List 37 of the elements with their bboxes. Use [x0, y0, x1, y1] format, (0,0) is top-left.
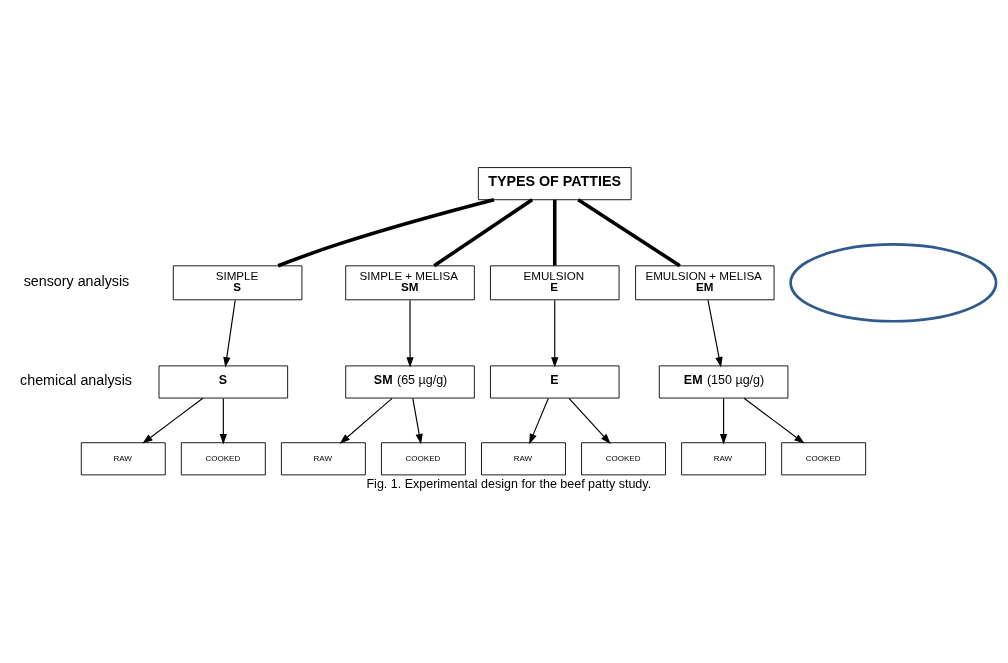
connector	[432, 198, 533, 268]
arrow	[567, 397, 611, 444]
node-box: TYPES OF PATTIES	[477, 167, 632, 201]
label: sensory analysis	[23, 273, 129, 290]
node-box: COOKED	[780, 442, 866, 476]
node-box: RAW	[680, 442, 766, 476]
arrow	[222, 299, 236, 368]
node-box: S	[158, 365, 288, 399]
node-box: SIMPLE + MELISA SM	[344, 265, 475, 301]
connector	[576, 198, 681, 268]
arrow	[339, 397, 393, 444]
connector	[277, 198, 494, 268]
arrow	[706, 299, 723, 368]
node-box: COOKED	[580, 442, 666, 476]
node-box: SIMPLE S	[172, 265, 302, 301]
node-box: EMULSION + MELISA EM	[634, 265, 774, 301]
arrow	[528, 397, 549, 445]
node-box: COOKED	[380, 442, 466, 476]
node-box: RAW	[80, 442, 166, 476]
node-box: SM (65 µg/g)	[344, 365, 475, 399]
node-box: EM (150 µg/g)	[658, 365, 788, 399]
connector	[552, 199, 557, 266]
arrow	[141, 397, 203, 444]
arrow	[411, 397, 423, 445]
node-box: COOKED	[180, 442, 266, 476]
node-box: RAW	[480, 442, 566, 476]
arrow	[405, 299, 414, 368]
label: chemical analysis	[19, 372, 132, 389]
arrow	[719, 397, 727, 445]
node-box: E	[489, 365, 619, 399]
arrow	[743, 397, 805, 444]
arrow	[550, 299, 558, 368]
arrow	[219, 397, 227, 445]
node-box: EMULSION E	[489, 265, 619, 301]
node-ellipse	[788, 243, 997, 323]
node-box: RAW	[280, 442, 366, 476]
caption: Fig. 1. Experimental design for the beef patty study.	[365, 477, 651, 492]
